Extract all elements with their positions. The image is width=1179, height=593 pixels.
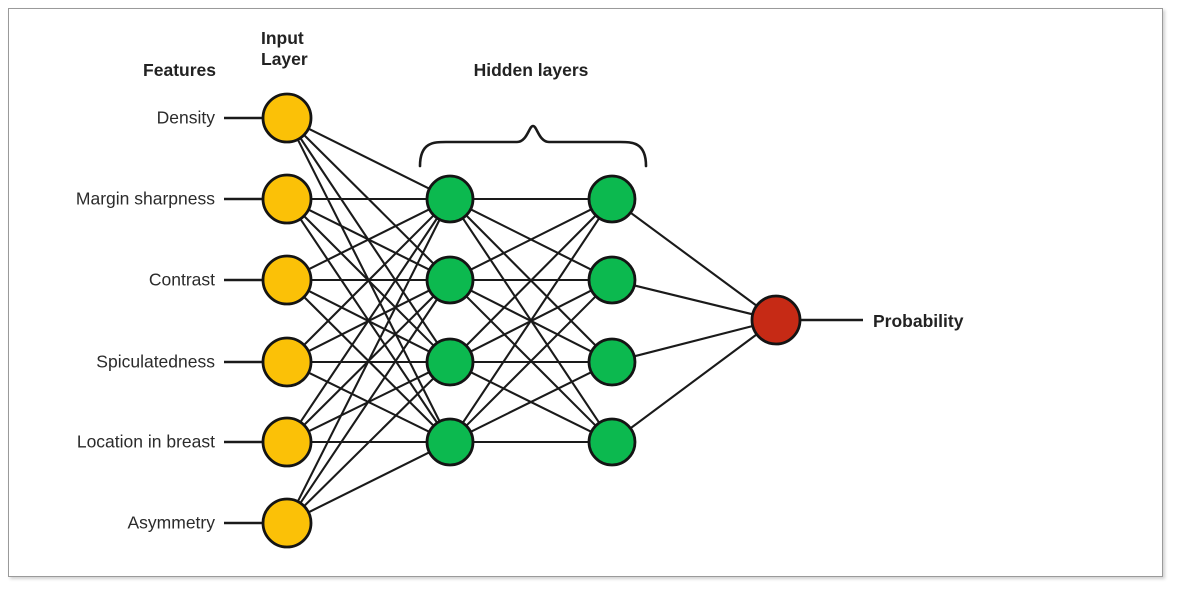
input-layer-header-line2: Layer <box>261 48 308 69</box>
node-hidden-layer-1-0[interactable] <box>425 174 475 224</box>
features-header: Features <box>143 60 216 80</box>
node-input-layer-0[interactable] <box>261 92 313 144</box>
edges-group <box>296 127 759 514</box>
node-input-layer-1[interactable] <box>261 173 313 225</box>
probability-label: Probability <box>873 311 964 331</box>
input-layer-header-line1: Input <box>261 28 304 48</box>
edge-input-layer-2-to-hidden-layer-1-0 <box>306 207 432 271</box>
hidden-layers-brace <box>418 124 648 168</box>
edge-input-layer-5-to-hidden-layer-1-2 <box>302 376 436 508</box>
node-hidden-layer-2-1[interactable] <box>587 255 637 305</box>
edge-hidden-layer-1-1-to-hidden-layer-2-0 <box>468 207 594 272</box>
input-layer-header: Input Layer <box>261 28 308 69</box>
edge-hidden-layer-1-3-to-hidden-layer-2-0 <box>461 216 601 425</box>
hidden-layers-header: Hidden layers <box>473 60 589 80</box>
feature-label-0: Density <box>156 107 215 128</box>
edge-hidden-layer-2-3-to-output-layer-0 <box>628 332 759 430</box>
nodes-group <box>261 92 802 549</box>
edge-hidden-layer-2-0-to-output-layer-0 <box>628 211 759 308</box>
edge-hidden-layer-2-2-to-output-layer-0 <box>632 324 755 358</box>
edge-input-layer-5-to-hidden-layer-1-3 <box>306 450 432 514</box>
edge-input-layer-4-to-hidden-layer-1-0 <box>298 216 439 424</box>
node-output-layer-0[interactable] <box>750 294 802 346</box>
node-input-layer-4[interactable] <box>261 416 313 468</box>
node-hidden-layer-2-2[interactable] <box>587 337 637 387</box>
feature-label-3: Spiculatedness <box>96 351 215 372</box>
node-input-layer-5[interactable] <box>261 497 313 549</box>
brace-path <box>418 124 648 168</box>
feature-label-5: Asymmetry <box>127 512 216 533</box>
node-hidden-layer-2-0[interactable] <box>587 174 637 224</box>
edge-input-layer-3-to-hidden-layer-1-0 <box>302 213 436 347</box>
node-hidden-layer-1-2[interactable] <box>425 337 475 387</box>
edge-hidden-layer-1-3-to-hidden-layer-2-2 <box>468 370 594 434</box>
connector-stubs-group <box>224 116 863 525</box>
node-hidden-layer-1-1[interactable] <box>425 255 475 305</box>
node-input-layer-2[interactable] <box>261 254 313 306</box>
edge-input-layer-5-to-hidden-layer-1-0 <box>296 217 442 504</box>
edge-hidden-layer-1-2-to-hidden-layer-2-0 <box>464 213 598 348</box>
node-hidden-layer-1-3[interactable] <box>425 417 475 467</box>
edge-hidden-layer-2-1-to-output-layer-0 <box>632 284 755 316</box>
node-hidden-layer-2-3[interactable] <box>587 417 637 467</box>
feature-label-2: Contrast <box>148 269 215 290</box>
feature-label-4: Location in breast <box>76 431 215 452</box>
edge-input-layer-5-to-hidden-layer-1-1 <box>298 297 439 505</box>
feature-label-1: Margin sharpness <box>75 188 215 209</box>
edge-input-layer-0-to-hidden-layer-1-0 <box>306 127 432 191</box>
node-input-layer-3[interactable] <box>261 336 313 388</box>
edge-hidden-layer-1-3-to-hidden-layer-2-1 <box>464 294 598 428</box>
